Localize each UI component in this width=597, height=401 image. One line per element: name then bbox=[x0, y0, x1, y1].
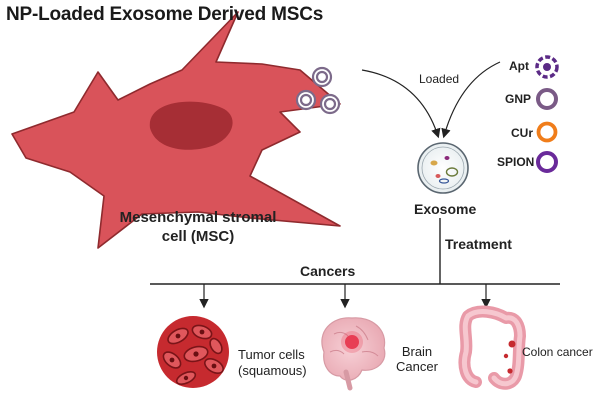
exosome-label: Exosome bbox=[414, 201, 477, 217]
msc-label-line2: cell (MSC) bbox=[161, 228, 235, 245]
loaded-arrow-right bbox=[441, 61, 501, 139]
treatment-label: Treatment bbox=[445, 236, 512, 252]
msc-cell-icon bbox=[11, 11, 341, 249]
aptamer-icon bbox=[535, 55, 559, 79]
page-title: NP-Loaded Exosome Derived MSCs bbox=[6, 4, 324, 25]
brain-label: Brain Cancer bbox=[394, 344, 440, 374]
colon-icon bbox=[458, 305, 526, 390]
loaded-label: Loaded bbox=[419, 72, 460, 86]
msc-label: Mesenchymal stromal cell (MSC) bbox=[118, 208, 278, 246]
colon-label-line1: Colon cancer bbox=[522, 345, 593, 359]
tumor-label-line2: (squamous) bbox=[238, 363, 307, 378]
brain-label-line2: Cancer bbox=[396, 359, 438, 374]
np-label-apt: Apt bbox=[509, 59, 529, 73]
tumor-cells-icon bbox=[157, 316, 229, 388]
np-label-spion: SPION bbox=[497, 155, 535, 169]
vesicles-icon bbox=[295, 66, 341, 115]
np-label-cur: CUr bbox=[511, 126, 534, 140]
brain-icon bbox=[321, 317, 386, 391]
spion-icon bbox=[536, 151, 558, 173]
curcumin-icon bbox=[536, 121, 558, 143]
exosome-icon bbox=[417, 142, 469, 194]
loaded-arrow-left bbox=[361, 69, 441, 139]
np-label-gnp: GNP bbox=[505, 92, 532, 106]
brain-label-line1: Brain bbox=[401, 344, 433, 359]
tumor-label: Tumor cells (squamous) bbox=[238, 347, 307, 379]
tumor-label-line1: Tumor cells bbox=[238, 347, 305, 362]
msc-label-line1: Mesenchymal stromal bbox=[119, 209, 277, 226]
gold-nanoparticle-icon bbox=[536, 88, 558, 110]
colon-label: Colon cancer bbox=[522, 345, 593, 359]
nucleus-shape bbox=[149, 101, 233, 150]
cancers-label: Cancers bbox=[300, 263, 356, 279]
